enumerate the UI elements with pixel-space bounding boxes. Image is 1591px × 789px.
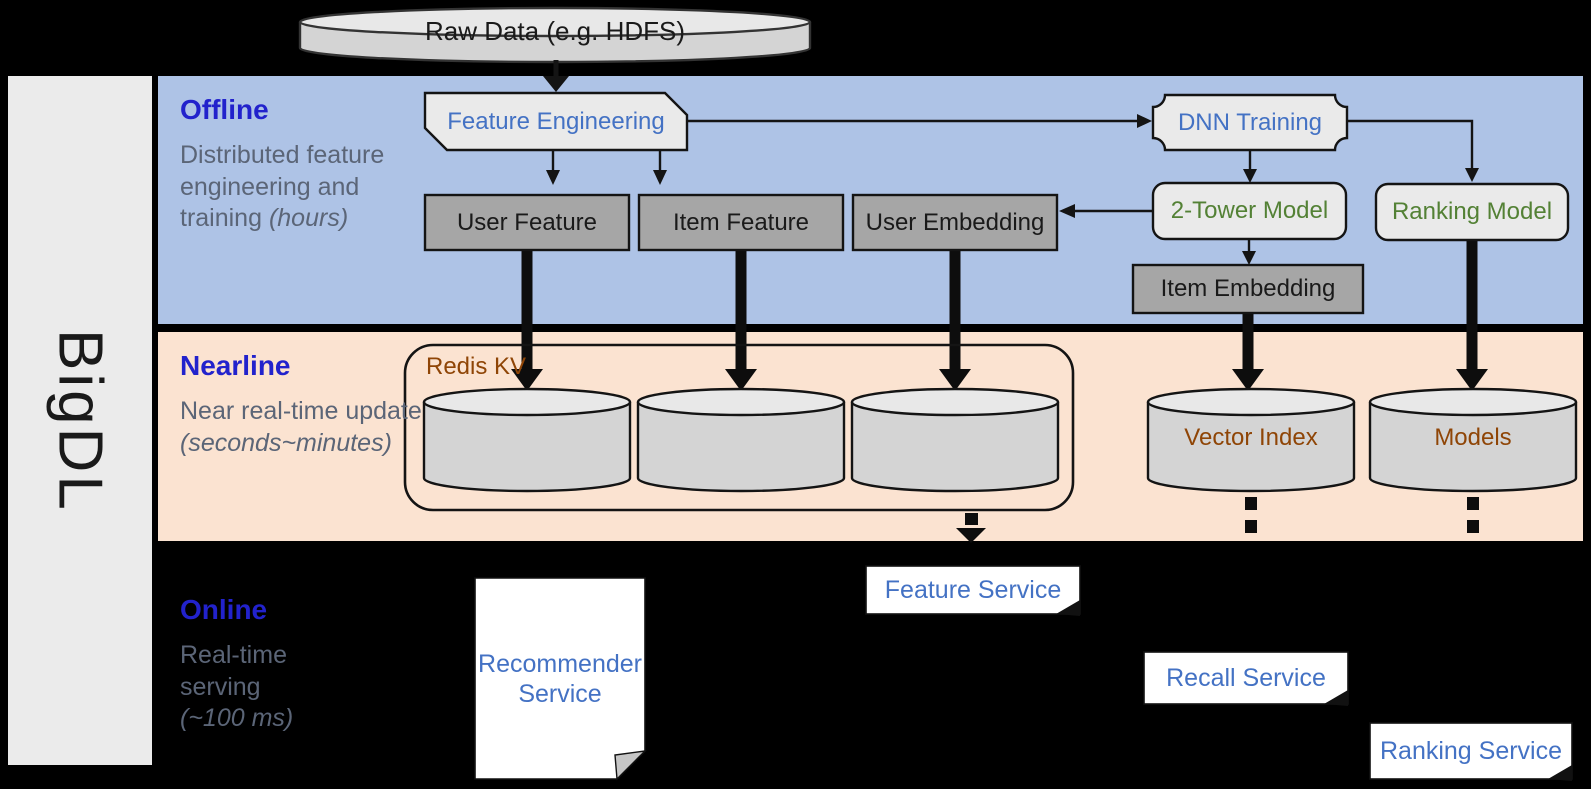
recall-service-shape (1143, 651, 1349, 706)
item-feature-shape (637, 193, 845, 252)
offline-section-desc: Distributed feature engineering and trai… (180, 140, 412, 235)
redis-cylinder-1 (422, 387, 632, 493)
offline-section-title: Offline (180, 94, 269, 125)
online-section-title: Online (180, 594, 268, 625)
item-embedding-label: Item Embedding (1160, 275, 1336, 303)
recall-service-label: Recall Service (1166, 664, 1326, 692)
folded-corner-icon (614, 750, 647, 781)
online-desc-italic: (~100 ms) (180, 704, 294, 732)
feature-engineering-shape (423, 91, 689, 152)
user-embedding-shape (851, 193, 1059, 252)
redis-cylinder-3 (850, 387, 1060, 493)
sidebar-panel (8, 76, 152, 765)
bigdl-logo-label: BigDL (45, 328, 115, 513)
vector-index-label: Vector Index (1184, 424, 1318, 452)
nearline-section-title: Nearline (180, 350, 291, 381)
ranking-service-shape (1369, 722, 1573, 781)
redis-cylinder-2 (636, 387, 846, 493)
redis-kv-label: Redis KV (426, 353, 527, 381)
ranking-model-shape (1374, 182, 1570, 242)
ranking-service-label: Ranking Service (1379, 737, 1563, 765)
redis-kv-container (403, 343, 1075, 512)
models-cylinder (1368, 387, 1578, 493)
user-feature-shape (423, 193, 631, 252)
models-label: Models (1434, 424, 1512, 452)
item-embedding-shape (1131, 263, 1365, 315)
recommender-service-label: Recommender Service (478, 649, 642, 708)
nearline-desc-text: Near real-time update (180, 397, 422, 425)
pipeline-arrows (521, 240, 1478, 371)
vector-index-cylinder (1146, 387, 1356, 493)
online-desc-text: Real-time serving (180, 641, 287, 701)
pipeline-arrowheads (511, 369, 1488, 391)
folded-corner-icon (1056, 600, 1080, 616)
nearline-section-desc: Near real-time update (seconds~minutes) (180, 396, 428, 459)
dashed-connectors (956, 497, 1479, 543)
two-tower-model-shape (1151, 181, 1348, 241)
feature-service-label: Feature Service (884, 576, 1062, 604)
two-tower-model-label: 2-Tower Model (1170, 197, 1329, 225)
user-embedding-label: User Embedding (865, 208, 1045, 236)
ranking-model-label: Ranking Model (1391, 198, 1553, 226)
online-section-desc: Real-time serving (~100 ms) (180, 640, 330, 735)
item-feature-label: Item Feature (672, 208, 810, 236)
dnn-training-label: DNN Training (1177, 108, 1323, 136)
feature-engineering-label: Feature Engineering (447, 107, 665, 135)
offline-desc-text: Distributed feature engineering and trai… (180, 141, 385, 232)
nearline-desc-italic: (seconds~minutes) (180, 428, 392, 457)
raw-data-label: Raw Data (e.g. HDFS) (424, 16, 686, 47)
flow-arrowheads (543, 76, 1479, 265)
recommender-service-shape (474, 577, 647, 781)
folded-corner-icon (1324, 690, 1348, 706)
user-feature-label: User Feature (456, 208, 598, 236)
flow-arrows (551, 60, 1474, 251)
feature-service-shape (865, 565, 1081, 616)
folded-corner-icon (1548, 765, 1572, 781)
offline-desc-italic: (hours) (268, 204, 349, 232)
dnn-training-shape (1151, 93, 1349, 152)
